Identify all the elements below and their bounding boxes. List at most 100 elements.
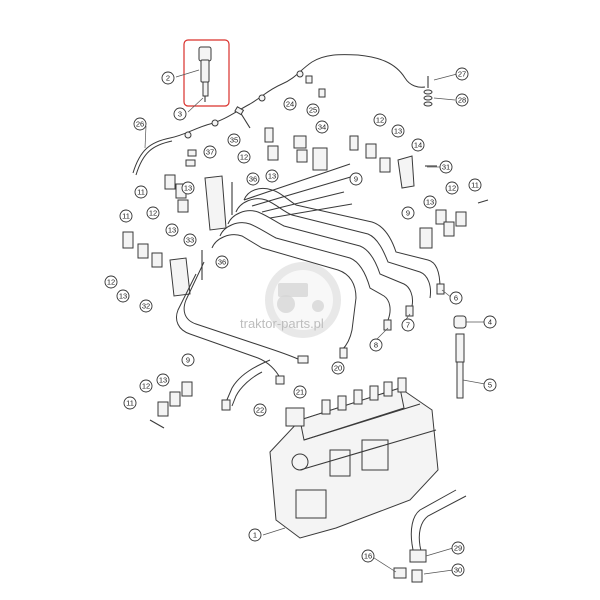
- svg-text:12: 12: [376, 116, 384, 125]
- callout-4[interactable]: 4: [483, 315, 497, 329]
- clamp-set-right: [419, 199, 489, 249]
- svg-text:13: 13: [119, 292, 127, 301]
- watermark-text: traktor-parts.pl: [240, 316, 324, 331]
- callout-7[interactable]: 7: [401, 318, 415, 332]
- callout-12-e[interactable]: 12: [104, 275, 118, 289]
- svg-text:9: 9: [354, 175, 358, 184]
- leak-off-pipe: [132, 54, 426, 174]
- svg-text:12: 12: [448, 184, 456, 193]
- svg-text:14: 14: [414, 141, 422, 150]
- svg-text:25: 25: [309, 106, 317, 115]
- svg-text:2: 2: [166, 74, 170, 83]
- svg-text:12: 12: [149, 209, 157, 218]
- callout-37[interactable]: 37: [203, 145, 217, 159]
- callout-13-g[interactable]: 13: [181, 181, 195, 195]
- callout-13-c[interactable]: 13: [165, 223, 179, 237]
- callout-13-e[interactable]: 13: [116, 289, 130, 303]
- svg-text:12: 12: [142, 382, 150, 391]
- callout-13-a[interactable]: 13: [391, 124, 405, 138]
- svg-text:36: 36: [218, 258, 226, 267]
- return-pipe-lower: [393, 489, 467, 583]
- injector-part: [198, 46, 212, 102]
- svg-text:13: 13: [159, 376, 167, 385]
- svg-text:13: 13: [268, 172, 276, 181]
- injection-pipe-bundle: [176, 163, 441, 407]
- callout-9-b[interactable]: 9: [401, 206, 415, 220]
- callout-12-a[interactable]: 12: [373, 113, 387, 127]
- callout-11-d[interactable]: 11: [123, 396, 137, 410]
- callout-13-d[interactable]: 13: [423, 195, 437, 209]
- callout-35[interactable]: 35: [227, 133, 241, 147]
- callout-21[interactable]: 21: [293, 385, 307, 399]
- svg-text:5: 5: [488, 381, 492, 390]
- clamp-set-left: [122, 174, 233, 297]
- callout-11-c[interactable]: 11: [468, 178, 482, 192]
- highlight-frame: [183, 39, 230, 107]
- svg-text:27: 27: [458, 70, 466, 79]
- svg-text:1: 1: [253, 531, 257, 540]
- svg-text:8: 8: [374, 341, 378, 350]
- svg-text:31: 31: [442, 163, 450, 172]
- callout-34[interactable]: 34: [315, 120, 329, 134]
- svg-text:11: 11: [126, 399, 134, 408]
- callout-31[interactable]: 31: [439, 160, 453, 174]
- callout-20[interactable]: 20: [331, 361, 345, 375]
- callout-12-b[interactable]: 12: [237, 150, 251, 164]
- svg-text:29: 29: [454, 544, 462, 553]
- callout-14[interactable]: 14: [411, 138, 425, 152]
- callout-25[interactable]: 25: [306, 103, 320, 117]
- svg-text:4: 4: [488, 318, 492, 327]
- callout-36-b[interactable]: 36: [215, 255, 229, 269]
- svg-text:7: 7: [406, 321, 410, 330]
- svg-text:32: 32: [142, 302, 150, 311]
- callout-6[interactable]: 6: [449, 291, 463, 305]
- svg-text:9: 9: [186, 356, 190, 365]
- bracket-14: [397, 155, 415, 189]
- svg-text:24: 24: [286, 100, 294, 109]
- clamp-set-lower: [149, 381, 193, 429]
- svg-text:20: 20: [334, 364, 342, 373]
- svg-text:12: 12: [240, 153, 248, 162]
- svg-text:13: 13: [184, 184, 192, 193]
- svg-text:30: 30: [454, 566, 462, 575]
- callout-29[interactable]: 29: [451, 541, 465, 555]
- callout-11-a[interactable]: 11: [134, 185, 148, 199]
- svg-text:35: 35: [230, 136, 238, 145]
- svg-text:13: 13: [426, 198, 434, 207]
- callout-1[interactable]: 1: [248, 528, 262, 542]
- leader-lines: [144, 69, 486, 575]
- callout-28[interactable]: 28: [455, 93, 469, 107]
- svg-text:26: 26: [136, 120, 144, 129]
- clamp-set-upper: [264, 127, 391, 173]
- svg-text:3: 3: [178, 110, 182, 119]
- fuel-feed-pipe: [453, 315, 467, 399]
- callout-9-c[interactable]: 9: [181, 353, 195, 367]
- callout-36-a[interactable]: 36: [246, 172, 260, 186]
- callout-26[interactable]: 26: [133, 117, 147, 131]
- callout-24[interactable]: 24: [283, 97, 297, 111]
- callout-30[interactable]: 30: [451, 563, 465, 577]
- callout-5[interactable]: 5: [483, 378, 497, 392]
- callout-16[interactable]: 16: [361, 549, 375, 563]
- callout-22[interactable]: 22: [253, 403, 267, 417]
- callout-3[interactable]: 3: [173, 107, 187, 121]
- callout-33[interactable]: 33: [183, 233, 197, 247]
- svg-text:22: 22: [256, 406, 264, 415]
- svg-text:11: 11: [137, 188, 145, 197]
- injection-pump: [269, 377, 439, 539]
- callout-12-f[interactable]: 12: [139, 379, 153, 393]
- callout-32[interactable]: 32: [139, 299, 153, 313]
- svg-text:11: 11: [471, 181, 479, 190]
- svg-text:37: 37: [206, 148, 214, 157]
- callout-27[interactable]: 27: [455, 67, 469, 81]
- callout-8[interactable]: 8: [369, 338, 383, 352]
- callout-2[interactable]: 2: [161, 71, 175, 85]
- callout-13-f[interactable]: 13: [156, 373, 170, 387]
- callout-11-b[interactable]: 11: [119, 209, 133, 223]
- callout-13-b[interactable]: 13: [265, 169, 279, 183]
- svg-text:16: 16: [364, 552, 372, 561]
- callout-12-c[interactable]: 12: [146, 206, 160, 220]
- callout-12-d[interactable]: 12: [445, 181, 459, 195]
- callout-9-a[interactable]: 9: [349, 172, 363, 186]
